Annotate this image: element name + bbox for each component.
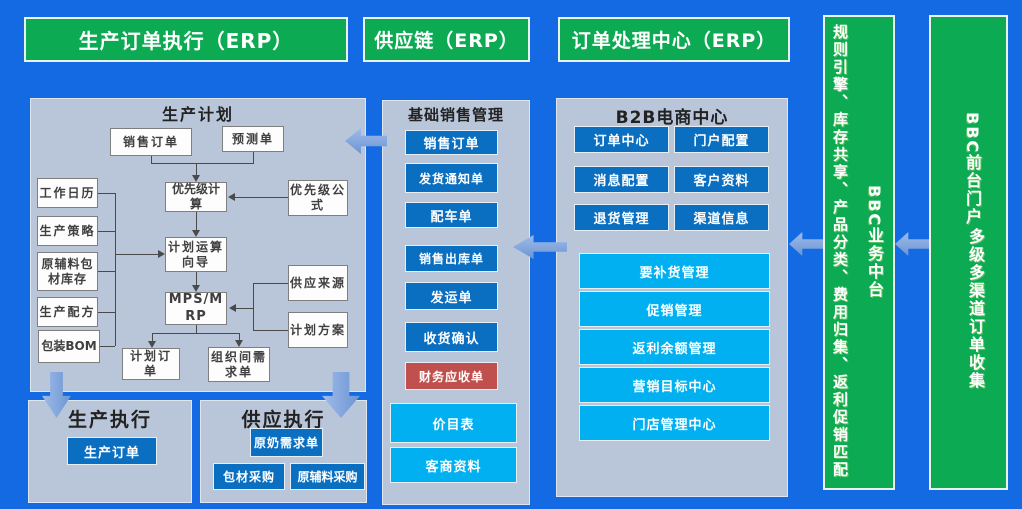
connector-line: [253, 152, 254, 163]
connector-line: [196, 272, 197, 285]
connector-line: [98, 271, 115, 272]
node-priority-calculation: 优先级计算: [165, 182, 227, 212]
box-receipt-confirmation: 收货确认: [405, 322, 498, 352]
connector-line: [151, 163, 254, 164]
node-plan-calculation-wizard: 计划运算向导: [165, 237, 227, 272]
bbc-business-platform-title: BBC业务中台: [865, 185, 884, 300]
connector-line: [100, 346, 115, 347]
box-finance-receivable: 财务应收单: [405, 362, 498, 390]
panel-title-supply-execution: 供应执行: [241, 409, 326, 431]
node-raw-material-packaging-inventory: 原辅料包材库存: [37, 252, 98, 291]
arrow-portal-to-middle-platform: [895, 232, 930, 256]
box-promotion-management: 促销管理: [579, 291, 770, 327]
connector-arrowhead: [192, 175, 200, 182]
connector-line: [98, 231, 115, 232]
connector-arrowhead: [192, 285, 200, 292]
connector-line: [234, 197, 288, 198]
connector-arrowhead: [148, 341, 156, 348]
bbc-front-portal-subtitle: 多级多渠道订单收集: [966, 228, 985, 390]
connector-line: [253, 283, 288, 284]
connector-line: [98, 193, 115, 194]
box-customer-vendor-data: 客商资料: [390, 447, 517, 483]
connector-line: [152, 333, 239, 334]
header-production-order-execution: 生产订单执行（ERP）: [24, 17, 348, 62]
arrow-middle-platform-to-b2b: [789, 232, 824, 256]
node-planned-order: 计划订单: [122, 348, 180, 380]
box-packaging-purchase: 包材采购: [213, 463, 285, 490]
box-raw-milk-demand-order: 原奶需求单: [250, 428, 323, 457]
connector-arrowhead: [192, 230, 200, 237]
bbc-front-portal-title: BBC前台门户: [963, 112, 982, 227]
connector-line: [253, 283, 254, 330]
box-raw-material-purchase: 原辅料采购: [290, 463, 365, 490]
connector-line: [196, 163, 197, 175]
node-priority-formula: 优先级公式: [288, 180, 348, 216]
connector-line: [196, 325, 197, 333]
box-shipment-order: 发运单: [405, 282, 498, 310]
box-marketing-target-center: 营销目标中心: [579, 367, 770, 403]
connector-line: [115, 254, 158, 255]
box-delivery-notice: 发货通知单: [405, 163, 498, 193]
node-packaging-bom: 包装BOM: [38, 330, 100, 363]
connector-line: [98, 312, 115, 313]
box-channel-info: 渠道信息: [674, 204, 769, 231]
node-production-recipe: 生产配方: [37, 297, 98, 327]
box-sales-order: 销售订单: [405, 130, 498, 155]
connector-arrowhead: [228, 193, 235, 201]
box-message-config: 消息配置: [574, 166, 669, 193]
node-mps-mrp: MPS/MRP: [165, 292, 227, 325]
box-store-management-center: 门店管理中心: [579, 405, 770, 441]
box-customer-data: 客户资料: [674, 166, 769, 193]
box-rebate-balance-management: 返利余额管理: [579, 329, 770, 365]
connector-arrowhead: [229, 304, 236, 312]
panel-title-b2b-center: B2B电商中心: [615, 108, 729, 128]
node-work-calendar: 工作日历: [37, 178, 98, 208]
node-supply-source: 供应来源: [288, 265, 348, 301]
box-return-management: 退货管理: [574, 204, 669, 231]
connector-line: [115, 193, 116, 346]
box-replenishment-management: 要补货管理: [579, 253, 770, 289]
box-portal-config: 门户配置: [674, 126, 769, 153]
panel-title-basic-sales-management: 基础销售管理: [407, 106, 504, 124]
connector-line: [151, 156, 152, 163]
node-sales-order: 销售订单: [110, 128, 192, 156]
panel-title-production-planning: 生产计划: [161, 105, 234, 124]
header-order-processing-center: 订单处理中心（ERP）: [558, 17, 790, 62]
box-order-center: 订单中心: [574, 126, 669, 153]
node-production-strategy: 生产策略: [37, 216, 98, 246]
node-forecast-order: 预测单: [222, 126, 284, 152]
connector-line: [239, 333, 240, 340]
connector-line: [235, 308, 253, 309]
bbc-business-platform-capabilities: 规则引擎、库存共享、产品分类、费用归集、返利促销匹配: [831, 24, 849, 479]
node-plan-scheme: 计划方案: [288, 312, 348, 348]
connector-arrowhead: [158, 250, 165, 258]
box-sales-outbound: 销售出库单: [405, 245, 498, 272]
bar-bbc-front-portal: [929, 15, 1008, 490]
node-inter-org-demand-order: 组织间需求单: [208, 347, 270, 382]
bar-bbc-business-platform: [823, 15, 895, 490]
box-price-list: 价目表: [390, 403, 517, 443]
connector-line: [253, 330, 288, 331]
connector-line: [196, 212, 197, 230]
connector-arrowhead: [235, 340, 243, 347]
header-supply-chain: 供应链（ERP）: [363, 17, 530, 62]
connector-line: [152, 333, 153, 341]
panel-title-production-execution: 生产执行: [67, 409, 152, 431]
box-vehicle-assignment: 配车单: [405, 202, 498, 228]
box-production-order: 生产订单: [67, 437, 157, 465]
